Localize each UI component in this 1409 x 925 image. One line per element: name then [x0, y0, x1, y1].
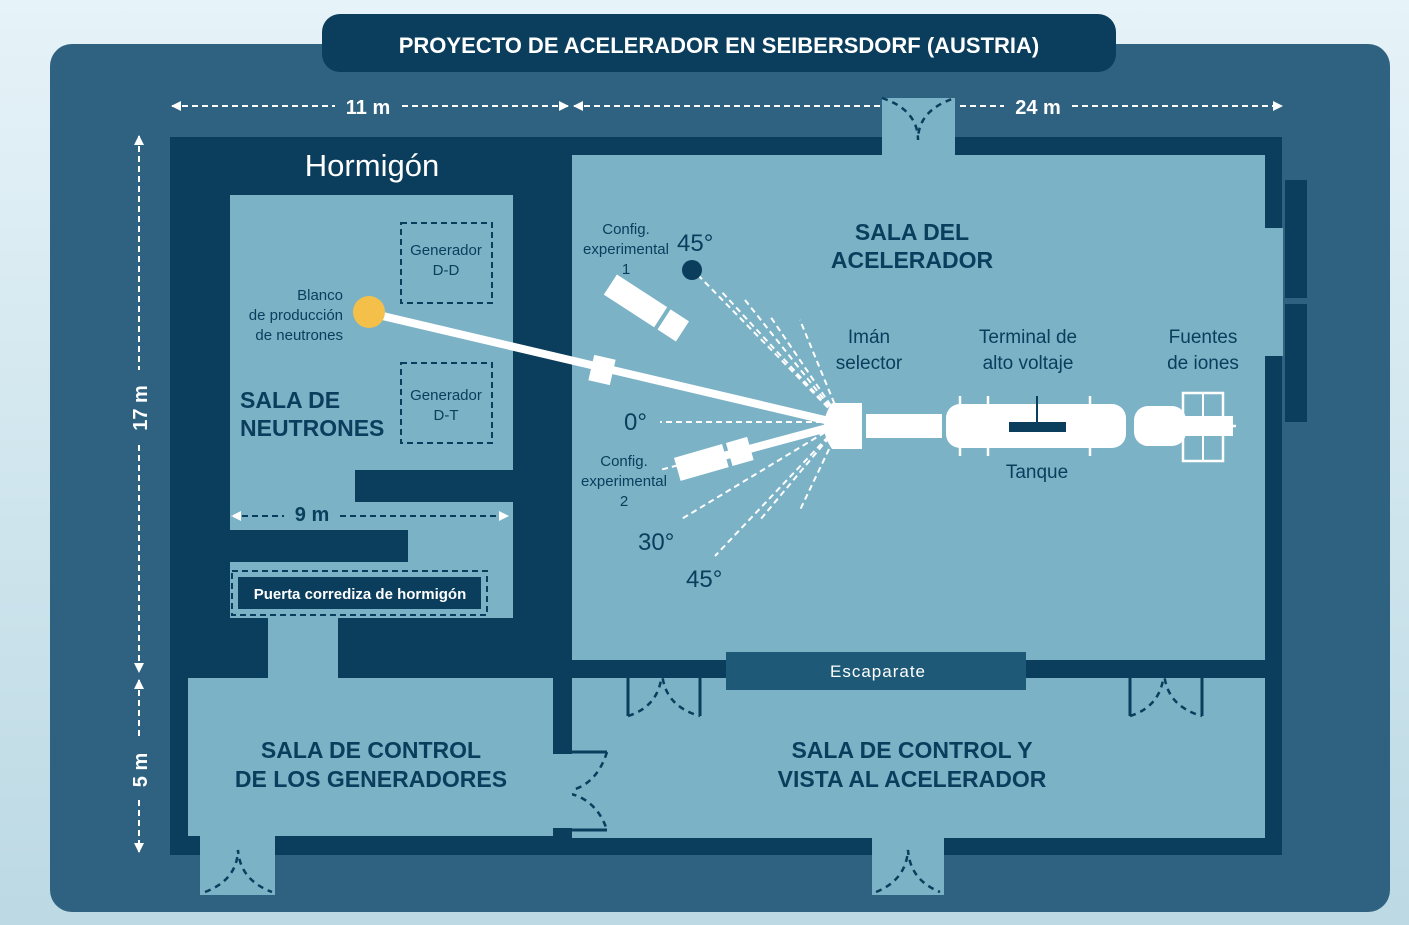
generator-control-line2: DE LOS GENERADORES — [235, 766, 507, 792]
angle-zero: 0° — [624, 409, 647, 436]
terminal-line1: Terminal de — [979, 327, 1077, 348]
magnet-line1: Imán — [848, 327, 890, 348]
exterior-block-2 — [1285, 304, 1307, 422]
ion-sources-line1: Fuentes — [1169, 327, 1238, 348]
hv-terminal — [1009, 422, 1066, 432]
tank-label: Tanque — [1006, 462, 1068, 483]
generator-control-line1: SALA DE CONTROL — [261, 737, 481, 763]
selector-magnet — [824, 403, 862, 449]
neutron-room-line1: SALA DE — [240, 387, 340, 413]
generator-dd-box — [400, 222, 493, 304]
magnet-line2: selector — [836, 353, 903, 374]
sliding-door-outline — [231, 570, 488, 616]
generator-dt-line1: Generador — [410, 387, 482, 404]
neutron-room-line2: NEUTRONES — [240, 415, 384, 441]
generator-dt-box — [400, 362, 493, 444]
corridor — [268, 618, 338, 680]
target-line2: de producción — [249, 307, 343, 324]
right-opening — [1265, 228, 1283, 356]
setup-1 — [603, 274, 690, 342]
inner-door-left — [626, 665, 702, 716]
setup-2-line1: Config. — [600, 453, 648, 470]
title-pill — [322, 14, 1116, 72]
dim-height-main: 17 m — [130, 385, 152, 431]
sliding-door — [238, 577, 481, 609]
generator-dd-line2: D-D — [433, 262, 460, 279]
angle-upper-45: 45° — [677, 230, 713, 257]
setup-2-line2: experimental — [581, 473, 667, 490]
setup-2 — [674, 436, 754, 481]
exterior-block-1 — [1285, 180, 1307, 298]
generator-control-room — [188, 678, 553, 836]
showcase — [726, 652, 1026, 690]
accelerator-control-line2: VISTA AL ACELERADOR — [778, 766, 1047, 792]
accelerator-room-line2: ACELERADOR — [831, 247, 994, 273]
setup-2-line3: 2 — [620, 493, 628, 510]
bottom-door-left — [200, 836, 275, 895]
generator-dd-line1: Generador — [410, 242, 482, 259]
angle-lower-30: 30° — [638, 529, 674, 556]
setup-1-line3: 1 — [622, 261, 630, 278]
maze-wall — [230, 530, 408, 562]
neutron-room — [230, 195, 513, 618]
title: PROYECTO DE ACELERADOR EN SEIBERSDORF (A… — [399, 33, 1040, 58]
generator-dt-line2: D-T — [434, 407, 459, 424]
dim-width-left: 11 m — [346, 97, 390, 119]
top-door — [882, 98, 955, 155]
dim-width-right: 24 m — [1015, 97, 1061, 119]
target-line3: de neutrones — [255, 327, 343, 344]
showcase-label: Escaparate — [830, 662, 926, 681]
target-line1: Blanco — [297, 287, 343, 304]
bottom-door-right — [872, 836, 944, 895]
accelerator-room-line1: SALA DEL — [855, 219, 969, 245]
control-door — [553, 750, 607, 832]
dim-neutron-room-width: 9 m — [295, 504, 329, 526]
setup-1-line2: experimental — [583, 241, 669, 258]
neutron-target — [353, 296, 385, 328]
ion-sources-line2: de iones — [1167, 353, 1239, 374]
sliding-door-label: Puerta corrediza de hormigón — [254, 586, 467, 603]
concrete-label: Hormigón — [305, 148, 439, 183]
accelerator-control-line1: SALA DE CONTROL Y — [791, 737, 1032, 763]
terminal-line2: alto voltaje — [983, 353, 1074, 374]
dim-height-control: 5 m — [130, 753, 152, 787]
angle-lower-45: 45° — [686, 566, 722, 593]
setup-1-line1: Config. — [602, 221, 650, 238]
inner-door-right — [1128, 665, 1204, 716]
setup-1-marker — [682, 260, 702, 280]
